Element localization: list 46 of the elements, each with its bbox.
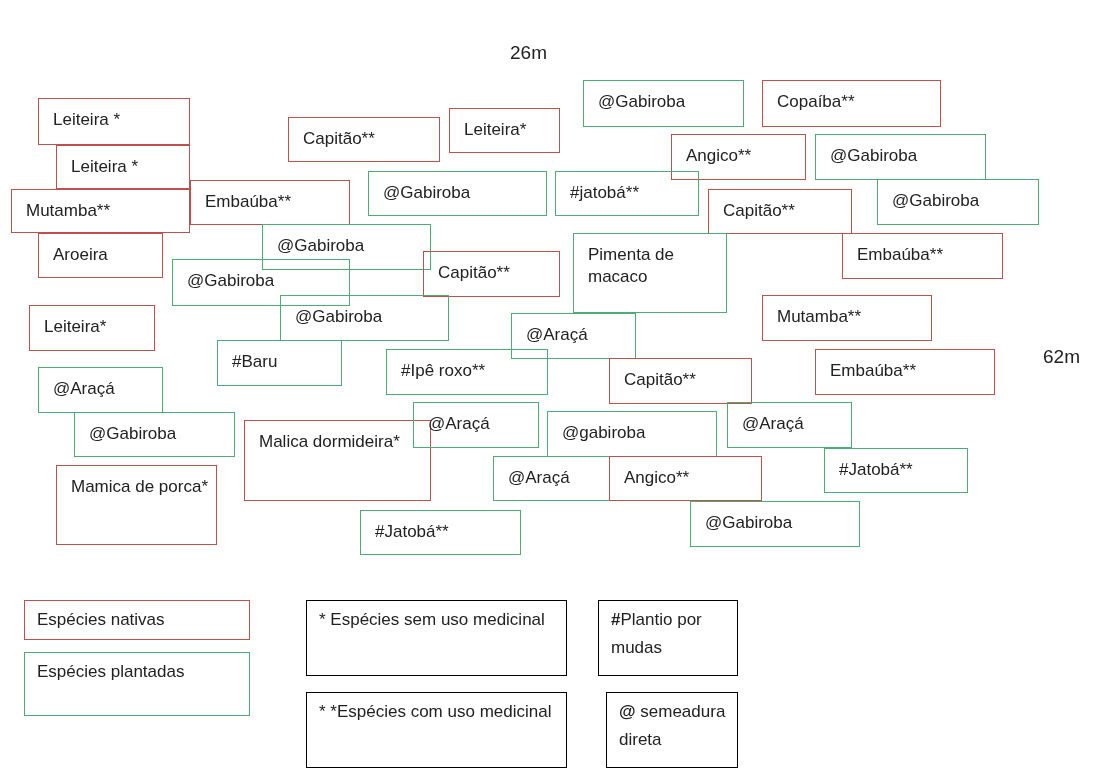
species-box: @Araçá [38, 367, 163, 413]
species-box: Copaíba** [762, 80, 941, 127]
species-box: #Jatobá** [360, 510, 521, 555]
legend-entry: Espécies plantadas [24, 652, 250, 716]
species-box: Leiteira* [29, 305, 155, 351]
legend-entry: @ semeadura direta [606, 692, 738, 768]
species-box: Capitão** [423, 251, 560, 297]
legend-entry: * Espécies sem uso medicinal [306, 600, 567, 676]
species-box: Capitão** [708, 189, 852, 234]
species-box: Embaúba** [190, 180, 350, 225]
species-box: @Gabiroba [690, 501, 860, 547]
species-box: @Gabiroba [877, 179, 1039, 225]
species-box: @Gabiroba [583, 80, 744, 127]
species-box: Embaúba** [842, 233, 1003, 279]
species-box: Capitão** [288, 117, 440, 162]
species-box: Mutamba** [11, 189, 190, 233]
species-box: #jatobá** [555, 171, 699, 216]
species-box: Mutamba** [762, 295, 932, 341]
species-box: @Gabiroba [262, 224, 431, 270]
species-box: Angico** [609, 456, 762, 501]
species-box: #Ipê roxo** [386, 349, 548, 395]
species-box: #Jatobá** [824, 448, 968, 493]
species-box: @Gabiroba [74, 412, 235, 457]
species-box: @Araçá [511, 313, 636, 359]
species-box: Aroeira [38, 233, 163, 278]
species-box: Capitão** [609, 358, 752, 404]
species-box: Leiteira * [38, 98, 190, 145]
legend-entry: Espécies nativas [24, 600, 250, 640]
species-box: Angico** [671, 134, 806, 180]
species-box: Embaúba** [815, 349, 995, 395]
species-box: #Baru [217, 340, 342, 386]
species-box: Pimenta de macaco [573, 233, 727, 313]
species-box: @gabiroba [547, 411, 717, 457]
species-box: @Gabiroba [815, 134, 986, 180]
legend-entry: #Plantio por mudas [598, 600, 738, 676]
dimension-label: 26m [510, 42, 547, 64]
species-box: @Gabiroba [280, 295, 449, 341]
legend-entry: * *Espécies com uso medicinal [306, 692, 567, 768]
species-box: @Gabiroba [172, 259, 350, 306]
species-box: @Gabiroba [368, 171, 547, 216]
species-box: Leiteira * [56, 145, 190, 189]
dimension-label: 62m [1043, 346, 1080, 368]
species-box: Mamica de porca* [56, 465, 217, 545]
species-box: @Araçá [493, 456, 610, 501]
species-box: @Araçá [727, 402, 852, 448]
species-box: Leiteira* [449, 108, 560, 153]
